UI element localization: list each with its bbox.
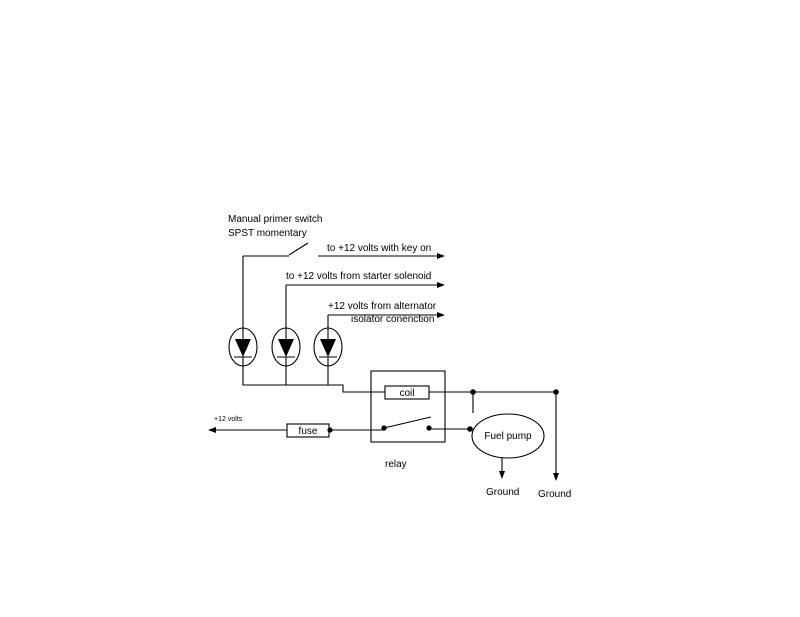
plus-12-volts-label: +12 volts [214,416,243,423]
relay-contact-right [426,425,432,431]
fuse-label: fuse [299,426,318,437]
coil-output-wire [429,389,559,481]
relay: coil [370,370,446,443]
input-wires [242,242,445,328]
diode-starter [271,327,301,368]
diode-bus [242,368,385,393]
primer-switch-type-label: SPST momentary [228,228,307,239]
relay-switch-blade [383,416,432,429]
diode-alternator [313,327,343,368]
pump-wire [429,426,473,432]
ground-right-label: Ground [538,489,571,500]
ground-pump-label: Ground [486,487,519,498]
fuel-pump [471,413,545,479]
alternator-label: +12 volts from alternator [328,301,437,312]
supply-wire [208,423,384,438]
relay-label: relay [385,459,407,470]
fuel-pump-label: Fuel pump [484,431,532,442]
primer-switch-label: Manual primer switch [228,214,322,225]
diode-key-on [228,327,258,368]
starter-solenoid-label: to +12 volts from starter solenoid [286,271,431,282]
key-on-label: to +12 volts with key on [327,243,431,254]
coil-label: coil [399,388,414,399]
primer-switch-blade [288,242,309,256]
alternator-connection-label: isolator conenction [351,314,434,325]
